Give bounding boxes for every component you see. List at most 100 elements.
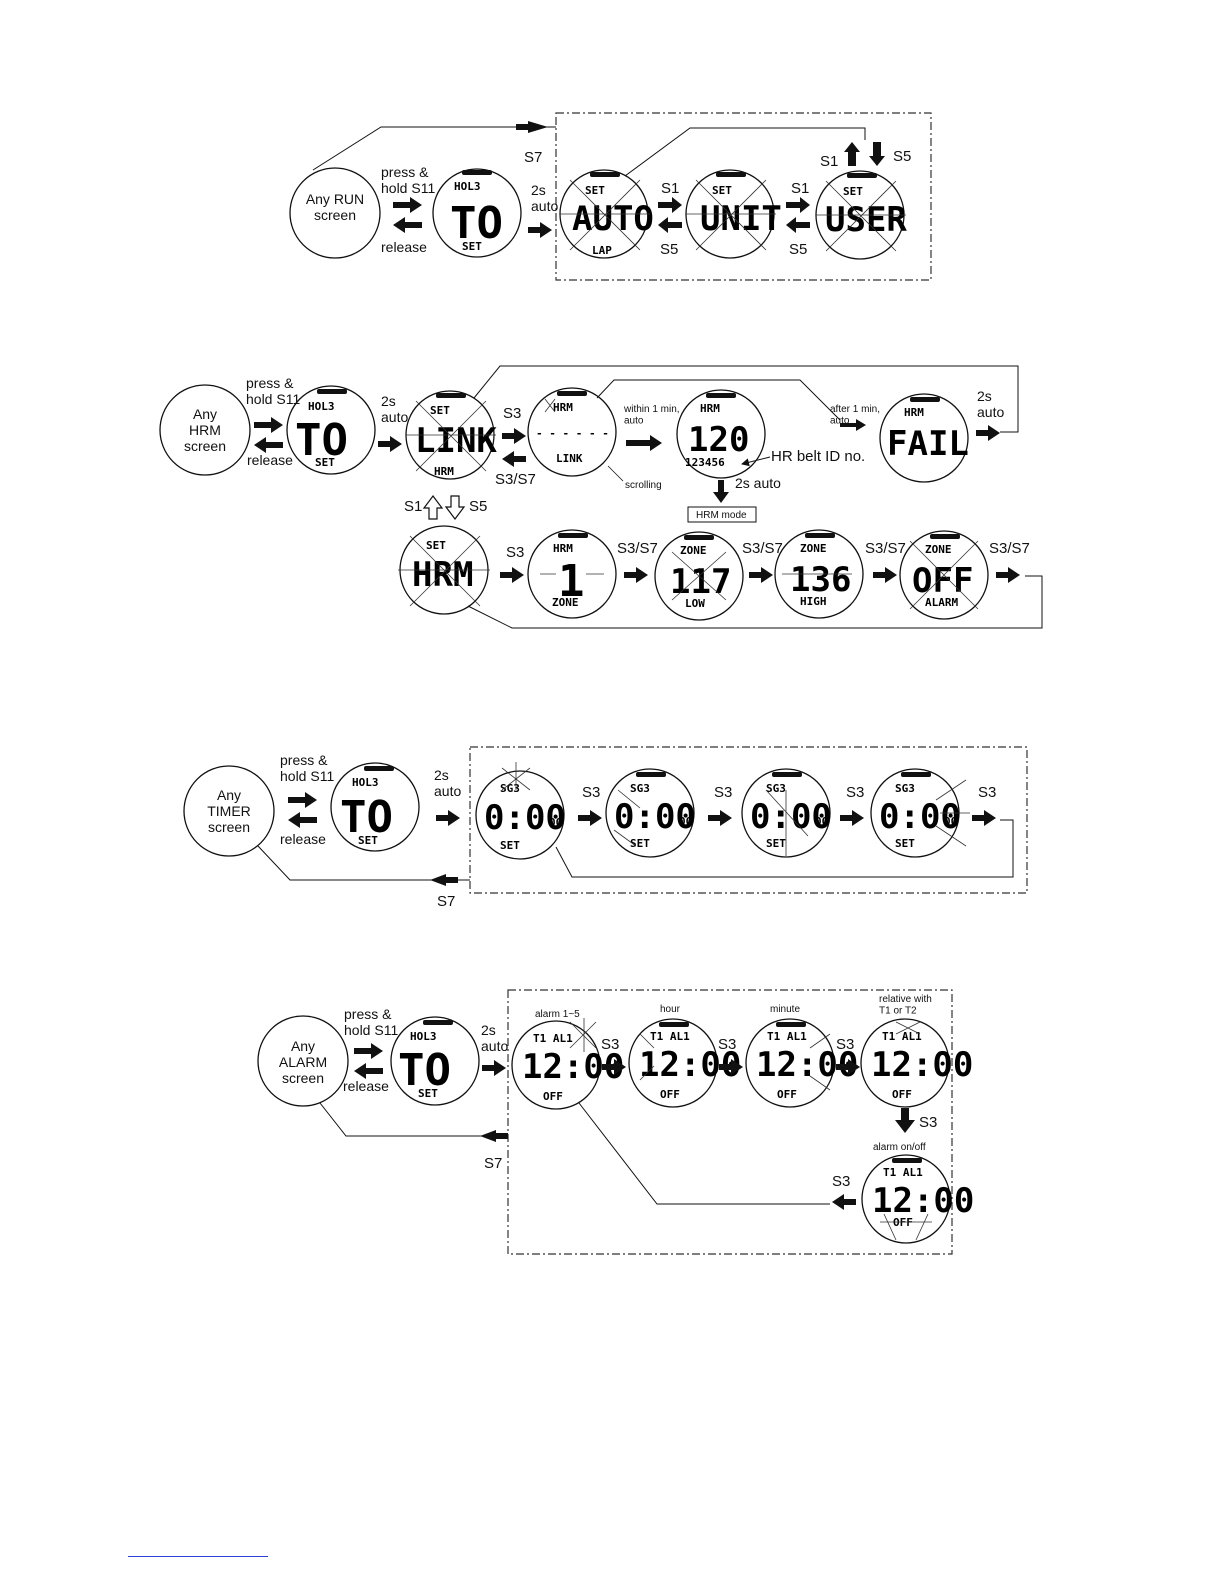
alarm-lcd-hold-main: TO: [398, 1045, 451, 1096]
timer-s3-2: S3: [714, 784, 732, 801]
run-s5-c: S5: [893, 148, 911, 165]
hrm-lcd-high-bottom: HIGH: [800, 595, 827, 608]
run-dashed-box: [555, 112, 932, 281]
alarm-start-circle: [257, 1015, 349, 1107]
run-return-line: [312, 126, 556, 171]
alarm-arrow-icon-2: [602, 1059, 626, 1075]
timer-start-circle: [183, 765, 275, 857]
alarm-s3-3: S3: [836, 1036, 854, 1053]
hrm-lcd-fail-top: HRM: [904, 406, 924, 419]
alarm-cap-onoff: alarm on/off: [873, 1142, 926, 1153]
hrm-top-loop-line: [473, 365, 1019, 433]
hrm-arrow-icon-5: [976, 425, 1000, 441]
timer-lcd-2: [605, 768, 695, 858]
footer-rule: [128, 1556, 268, 1557]
hrm-lcd-high-top: ZONE: [800, 542, 827, 555]
run-double-arrow-icon: [393, 197, 422, 233]
alarm-lcd-3-top: T1 AL1: [767, 1030, 807, 1043]
hrm-back-arrow-icon: [502, 451, 526, 467]
alarm-lcd-2-top: T1 AL1: [650, 1030, 690, 1043]
alarm-lcd-2-bottom: OFF: [660, 1088, 680, 1101]
hrm-row2-s3s7-1: S3/S7: [617, 540, 658, 557]
alarm-lcd-5-bottom: OFF: [893, 1216, 913, 1229]
alarm-cap-hour: hour: [660, 1004, 681, 1015]
hrm-arrow-icon-7: [624, 567, 648, 583]
hrm-lcd-found-bottom: 123456: [685, 456, 725, 469]
hrm-lcd-set-main: HRM: [412, 555, 473, 595]
alarm-lcd-4: [860, 1018, 950, 1108]
timer-arrow-icon-4: [840, 810, 864, 826]
run-lcd-auto-bottom: LAP: [592, 244, 612, 257]
alarm-lcd-3: [745, 1018, 835, 1108]
hrm-lcd-high-main: 136: [790, 560, 851, 600]
hollow-down-arrow-icon: [444, 495, 466, 520]
run-start-circle: [289, 167, 381, 259]
run-s7: S7: [524, 149, 542, 166]
run-s5-b: S5: [789, 241, 807, 258]
timer-double-arrow-icon: [288, 792, 317, 828]
timer-lcd-1-top: SG3: [500, 782, 520, 795]
alarm-lcd-4-main: 12:00: [871, 1045, 973, 1085]
timer-lcd-hold-main: TO: [340, 792, 393, 843]
alarm-release: release: [343, 1078, 389, 1094]
hrm-lcd-fail: [879, 393, 969, 483]
timer-lcd-hold-bottom: SET: [358, 834, 378, 847]
alarm-s3-1: S3: [601, 1036, 619, 1053]
timer-arrow-icon-3: [708, 810, 732, 826]
alarm-lcd-hold-bottom: SET: [418, 1087, 438, 1100]
hrm-arrow-icon-10: [996, 567, 1020, 583]
timer-lcd-1-sub: 00: [549, 816, 562, 829]
run-lcd-hold: [432, 168, 522, 258]
timer-s3-3: S3: [846, 784, 864, 801]
timer-s7: S7: [437, 893, 455, 910]
alarm-s3-2: S3: [718, 1036, 736, 1053]
alarm-back-arrow-icon: [832, 1194, 856, 1210]
hrm-belt-id: HR belt ID no.: [771, 448, 865, 465]
alarm-arrow-icon-4: [836, 1059, 860, 1075]
timer-s3-4: S3: [978, 784, 996, 801]
hrm-lcd-hold: [286, 385, 376, 475]
run-return-arrow-icon: [516, 121, 548, 133]
alarm-cap-alarm: alarm 1~5: [535, 1009, 580, 1020]
run-press-hold: press &hold S11: [381, 164, 435, 196]
alarm-lcd-1: [511, 1020, 601, 1110]
run-swap-arrow-icon: [658, 197, 682, 233]
hrm-mode-box: [687, 506, 757, 523]
alarm-double-arrow-icon: [354, 1043, 383, 1079]
hrm-lcd-scan-bottom: LINK: [556, 452, 583, 465]
hrm-bottom-loop-line: [467, 575, 1043, 629]
hrm-lcd-zone-top: HRM: [553, 542, 573, 555]
hrm-row2-s3: S3: [506, 544, 524, 561]
hrm-lcd-link-bottom: HRM: [434, 465, 454, 478]
timer-lcd-2-bottom: SET: [630, 837, 650, 850]
hrm-lcd-found-main: 120: [688, 420, 749, 460]
alarm-s3-5: S3: [832, 1173, 850, 1190]
alarm-dashed-box: [507, 989, 953, 1255]
hrm-s5: S5: [469, 498, 487, 515]
alarm-lcd-1-bottom: OFF: [543, 1090, 563, 1103]
timer-lcd-3-top: SG3: [766, 782, 786, 795]
hrm-arrow-icon: [378, 436, 402, 452]
hrm-press-hold: press &hold S11: [246, 375, 300, 407]
run-lcd-user-main: USER: [825, 200, 907, 240]
hrm-s1: S1: [404, 498, 422, 515]
run-s1-a: S1: [661, 180, 679, 197]
hrm-double-arrow-icon: [254, 417, 283, 453]
run-lcd-unit-top: SET: [712, 184, 732, 197]
alarm-s7: S7: [484, 1155, 502, 1172]
timer-lcd-hold-top: HOL3: [352, 776, 379, 789]
run-s1-b: S1: [791, 180, 809, 197]
hrm-arrow-icon-4: [840, 419, 866, 431]
alarm-lcd-5: [861, 1154, 951, 1244]
hrm-lcd-scan: [527, 387, 617, 477]
hrm-lcd-hold-main: TO: [295, 415, 348, 466]
alarm-loop-line: [578, 1102, 830, 1205]
